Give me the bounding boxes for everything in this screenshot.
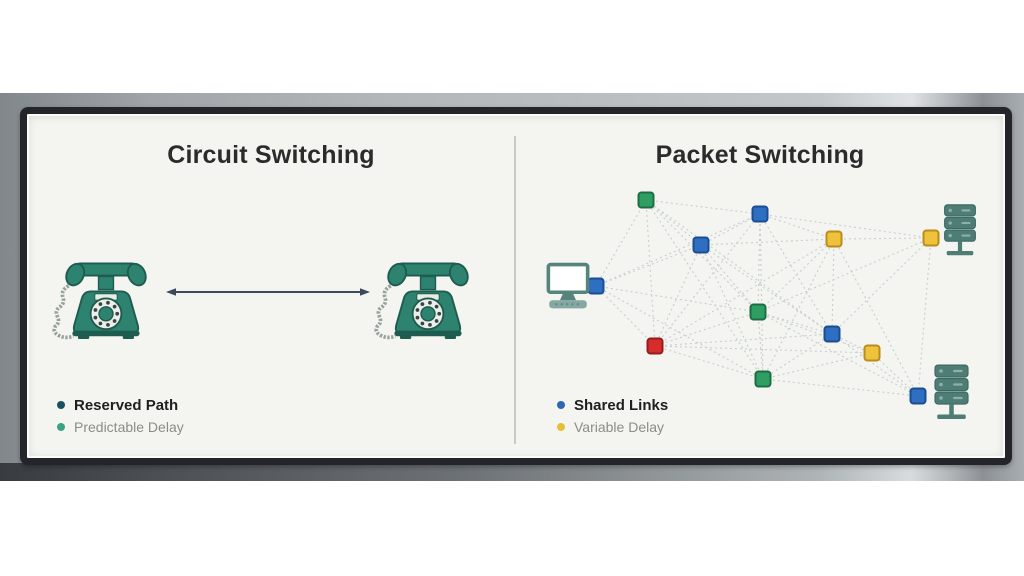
- mesh-link: [700, 244, 833, 335]
- vertical-divider: [514, 136, 516, 444]
- packet-legend: Shared Links Variable Delay: [557, 394, 797, 438]
- mesh-link: [595, 285, 656, 347]
- mesh-link: [595, 285, 759, 313]
- mesh-link: [654, 213, 761, 347]
- mesh-link: [645, 199, 702, 246]
- mesh-link: [762, 352, 873, 380]
- mesh-link: [831, 238, 835, 335]
- desktop-computer-icon: [546, 262, 590, 309]
- mesh-link: [654, 244, 702, 347]
- mesh-link: [654, 311, 759, 347]
- mesh-link: [757, 213, 761, 313]
- circuit-switching-title: Circuit Switching: [167, 141, 375, 169]
- mesh-link: [645, 199, 764, 380]
- circuit-legend: Reserved Path Predictable Delay: [57, 394, 297, 438]
- rotary-phone-icon-left: [52, 262, 147, 340]
- mesh-link: [757, 237, 932, 313]
- mesh-link: [645, 199, 761, 215]
- mesh-link: [757, 311, 919, 397]
- packet-switching-title: Packet Switching: [655, 141, 865, 169]
- mesh-link: [831, 237, 932, 335]
- mesh-link: [757, 311, 873, 354]
- packet-mesh: [587, 191, 940, 405]
- packet-node-green: [749, 303, 767, 321]
- legend-label-reserved-path: Reserved Path: [74, 396, 179, 414]
- comparison-board: Circuit Switching Packet Switching: [20, 107, 1012, 465]
- packet-node-green: [754, 370, 772, 388]
- mesh-link: [833, 237, 932, 240]
- mesh-link: [595, 199, 647, 287]
- legend-bullet-blue: [557, 401, 565, 409]
- legend-label-shared-links: Shared Links: [574, 396, 669, 414]
- server-rack-icon-bottom: [934, 364, 969, 419]
- legend-item-shared-links: Shared Links: [557, 394, 797, 416]
- mesh-link: [700, 213, 761, 246]
- mesh-link: [831, 333, 919, 397]
- mesh-link: [917, 237, 932, 397]
- packet-node-blue: [909, 387, 927, 405]
- mesh-link: [645, 199, 759, 313]
- legend-item-predictable-delay: Predictable Delay: [57, 416, 297, 438]
- mesh-link: [757, 311, 764, 380]
- mesh-link: [762, 378, 919, 397]
- mesh-link: [759, 213, 764, 380]
- mesh-link: [762, 238, 835, 380]
- packet-node-blue: [823, 325, 841, 343]
- legend-bullet-green: [57, 423, 65, 431]
- rotary-phone-icon-right: [374, 262, 469, 340]
- packet-node-yellow: [825, 230, 843, 248]
- mesh-link: [645, 199, 656, 347]
- packet-node-yellow: [863, 344, 881, 362]
- legend-label-predictable-delay: Predictable Delay: [74, 419, 184, 435]
- mesh-link: [595, 213, 761, 287]
- legend-bullet-yellow: [557, 423, 565, 431]
- packet-node-blue: [692, 236, 710, 254]
- mesh-link: [654, 345, 873, 354]
- packet-node-blue: [751, 205, 769, 223]
- packet-node-yellow: [922, 229, 940, 247]
- mesh-link: [759, 213, 835, 240]
- mesh-link: [700, 238, 835, 246]
- mesh-link: [759, 213, 833, 335]
- panel-shadow: [0, 463, 1024, 481]
- mesh-link: [595, 244, 702, 287]
- legend-item-variable-delay: Variable Delay: [557, 416, 797, 438]
- server-rack-icon-top: [944, 204, 976, 256]
- mesh-link: [757, 238, 835, 313]
- legend-bullet-navy: [57, 401, 65, 409]
- legend-item-reserved-path: Reserved Path: [57, 394, 297, 416]
- mesh-link: [759, 213, 932, 239]
- mesh-link: [595, 285, 764, 380]
- mesh-link: [654, 345, 764, 380]
- mesh-link: [645, 199, 833, 335]
- packet-node-red: [646, 337, 664, 355]
- mesh-link: [762, 333, 833, 380]
- legend-label-variable-delay: Variable Delay: [574, 419, 665, 435]
- packet-node-green: [637, 191, 655, 209]
- circuit-link-arrow: [166, 288, 370, 296]
